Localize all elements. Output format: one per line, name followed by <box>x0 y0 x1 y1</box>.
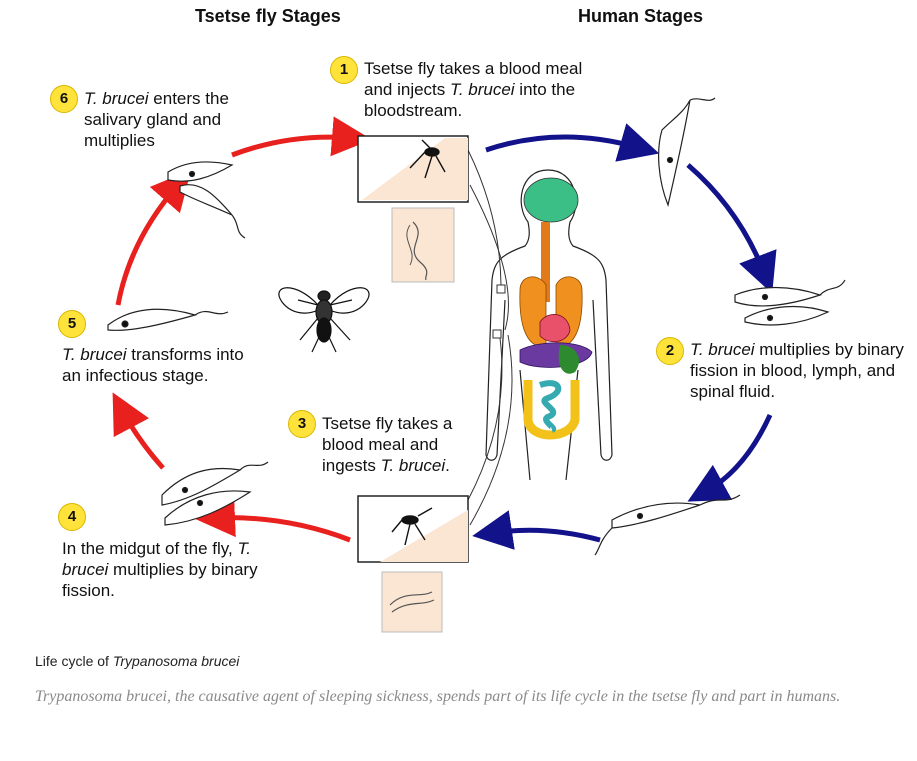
trypanosomes <box>107 97 846 556</box>
tsetse-cycle-arrows <box>112 116 372 543</box>
figure-description: Trypanosoma brucei, the causative agent … <box>35 688 841 705</box>
connector-lines <box>467 149 513 526</box>
step-1-text: Tsetse fly takes a blood meal and inject… <box>364 59 583 120</box>
human-stages-header: Human Stages <box>578 6 704 26</box>
step-6-badge: 6 <box>50 85 78 113</box>
step-5-badge: 5 <box>58 310 86 338</box>
tsetse-stages-header: Tsetse fly Stages <box>195 6 341 26</box>
step-2-badge: 2 <box>656 337 684 365</box>
step-4-badge: 4 <box>58 503 86 531</box>
step-6-text: T. brucei enters the salivary gland and … <box>84 89 229 150</box>
step-3-text: Tsetse fly takes a blood meal and ingest… <box>322 414 453 475</box>
human-cycle-arrows <box>472 123 777 550</box>
life-cycle-illustration <box>107 97 846 633</box>
step-3-badge: 3 <box>288 410 316 438</box>
figure-caption: Life cycle of Trypanosoma brucei <box>35 653 240 669</box>
step-1-badge: 1 <box>330 56 358 84</box>
bite-box-injection <box>357 135 469 283</box>
step-2-text: T. brucei multiplies by binary fission i… <box>690 340 904 401</box>
step-4-text: In the midgut of the fly, T. brucei mult… <box>62 539 258 600</box>
tsetse-fly <box>278 287 370 353</box>
step-5-text: T. brucei transforms into an infectious … <box>62 345 244 385</box>
human-organs <box>492 177 593 440</box>
bite-box-ingestion <box>357 495 469 633</box>
